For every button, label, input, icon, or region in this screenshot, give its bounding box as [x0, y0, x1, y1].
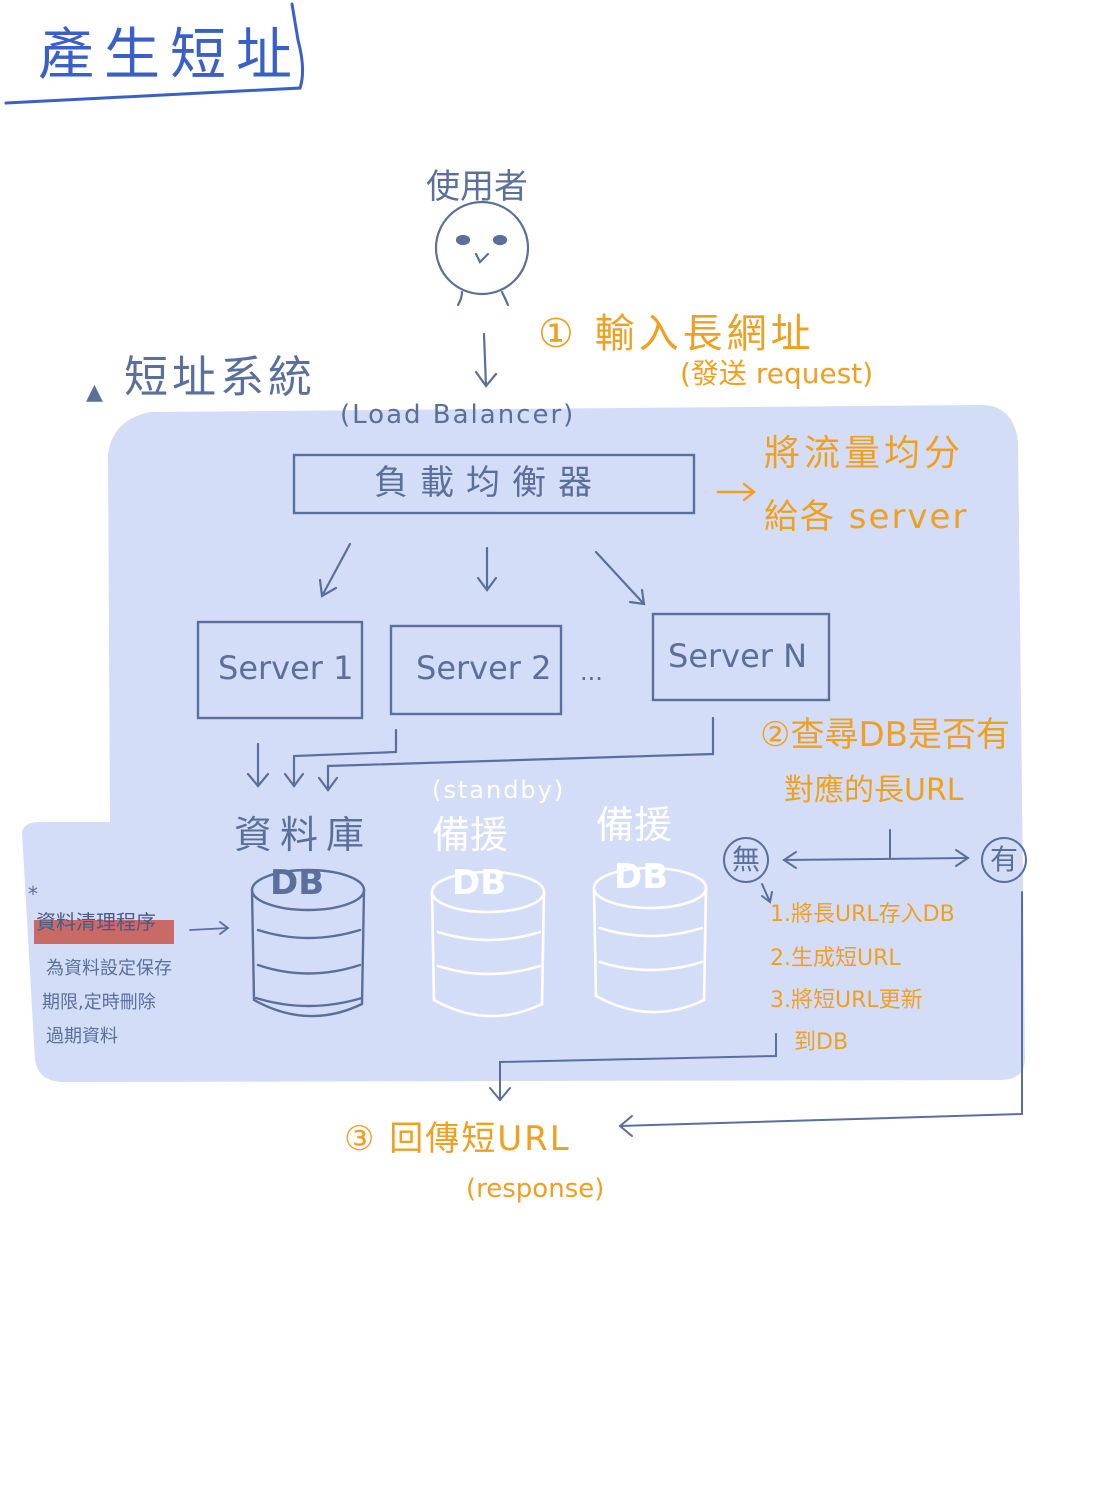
standby-db-cylinder-2	[592, 866, 708, 1014]
standby-label: (standby)	[432, 776, 566, 804]
server-n-label: Server N	[668, 637, 808, 675]
arrows-lb-to-servers	[318, 542, 646, 606]
server-1-label: Server 1	[218, 649, 354, 687]
yes-circle	[981, 837, 1027, 883]
backup-2-db-text: DB	[614, 857, 669, 897]
database-label: 資料庫	[234, 813, 373, 857]
lb-note-line2: 給各 server	[764, 497, 969, 537]
cleanup-desc-2: 期限,定時刪除	[42, 992, 156, 1013]
step2-line2: 對應的長URL	[784, 773, 964, 808]
server-2-label: Server 2	[416, 649, 552, 687]
arrow-cleanup-to-db	[189, 921, 230, 935]
server-1-box	[196, 620, 364, 720]
branch-arrows	[761, 829, 970, 904]
system-boundary	[22, 404, 1025, 1082]
server-n-box	[651, 612, 831, 702]
no-step-3-cont: 到DB	[794, 1030, 849, 1055]
user-label: 使用者	[426, 167, 528, 207]
system-bullet-icon: ▲	[86, 380, 103, 405]
arrow-user-to-lb	[474, 332, 498, 388]
cleanup-desc-1: 為資料設定保存	[46, 958, 172, 979]
page-title: 產生短址	[38, 23, 302, 88]
backup-1-label: 備援	[432, 813, 509, 857]
step2-line1: ②查尋DB是否有	[760, 715, 1010, 755]
step3-sub: (response)	[466, 1174, 605, 1204]
backup-1-db-text: DB	[452, 863, 507, 903]
server-2-box	[389, 624, 563, 716]
cleanup-title: 資料清理程序	[36, 910, 156, 934]
arrow-lb-to-note	[716, 482, 756, 502]
lb-en-label: (Load Balancer)	[340, 400, 576, 430]
system-label: 短址系統	[124, 352, 316, 403]
title-underline	[4, 2, 305, 105]
yes-label: 有	[990, 843, 1019, 876]
no-step-3: 3.將短URL更新	[770, 988, 923, 1013]
lb-note-line1: 將流量均分	[764, 433, 965, 474]
step1-label: ① 輸入長網址	[538, 311, 815, 357]
no-step-2: 2.生成短URL	[770, 946, 901, 971]
server-ellipsis: ...	[580, 658, 603, 686]
standby-db-cylinder-1	[430, 870, 546, 1018]
no-circle	[723, 837, 769, 883]
cleanup-marker: *	[28, 882, 38, 906]
arrows-servers-to-db	[246, 716, 715, 792]
step3-label: ③ 回傳短URL	[344, 1119, 571, 1159]
step1-sub: (發送 request)	[680, 357, 874, 390]
no-label: 無	[732, 843, 761, 876]
database-cylinder	[250, 868, 366, 1018]
backup-2-label: 備援	[596, 803, 673, 847]
no-step-1: 1.將長URL存入DB	[770, 902, 955, 927]
user-figure	[434, 200, 530, 307]
lb-label: 負載均衡器	[374, 463, 604, 503]
return-arrows	[489, 891, 1023, 1137]
load-balancer-box	[292, 453, 696, 515]
cleanup-desc-3: 過期資料	[46, 1026, 118, 1047]
cleanup-highlight	[34, 920, 174, 944]
database-db-text: DB	[270, 863, 325, 903]
